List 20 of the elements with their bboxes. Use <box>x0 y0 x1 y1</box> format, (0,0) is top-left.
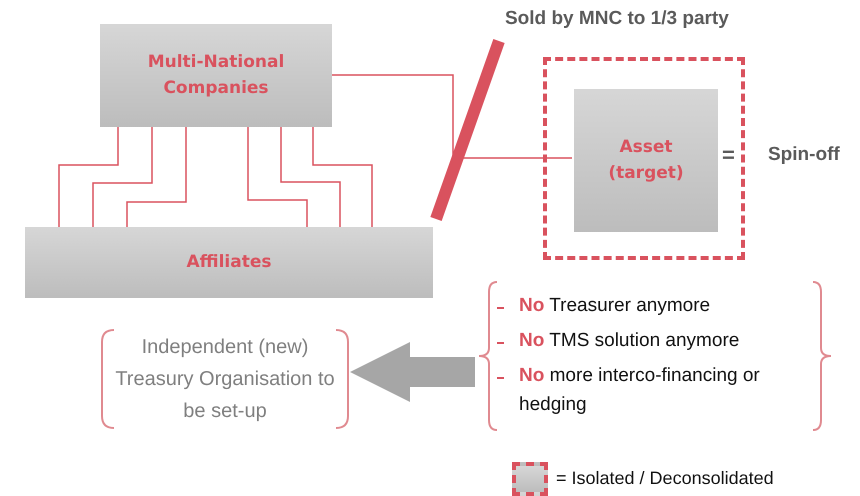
connector-line <box>332 74 572 159</box>
legend-text: = Isolated / Deconsolidated <box>556 468 774 489</box>
company-box: Multi-National Companies <box>100 24 332 127</box>
block-arrow <box>350 342 475 402</box>
connector-line <box>92 127 153 227</box>
side-label: Spin-off <box>768 144 840 166</box>
asset-box: Asset (target) <box>574 89 718 232</box>
affiliates-box: Affiliates <box>25 227 433 298</box>
connector-line <box>58 127 119 227</box>
heading-text: Sold by MNC to 1/3 party <box>505 8 729 30</box>
bullet-text: No TMS solution anymore <box>519 329 740 353</box>
connector-line <box>126 127 187 227</box>
connector-line <box>312 127 373 227</box>
connector-line <box>280 127 341 227</box>
equals-sign: = <box>722 142 735 168</box>
connector-line <box>247 127 308 227</box>
bullet-text: No more interco-financing or hedging <box>519 364 761 416</box>
bracketed-note: Independent (new) Treasury Organisation to be set-up <box>100 328 350 430</box>
bullet-text: No Treasurer anymore <box>519 294 712 318</box>
dashed-frame <box>543 57 745 260</box>
